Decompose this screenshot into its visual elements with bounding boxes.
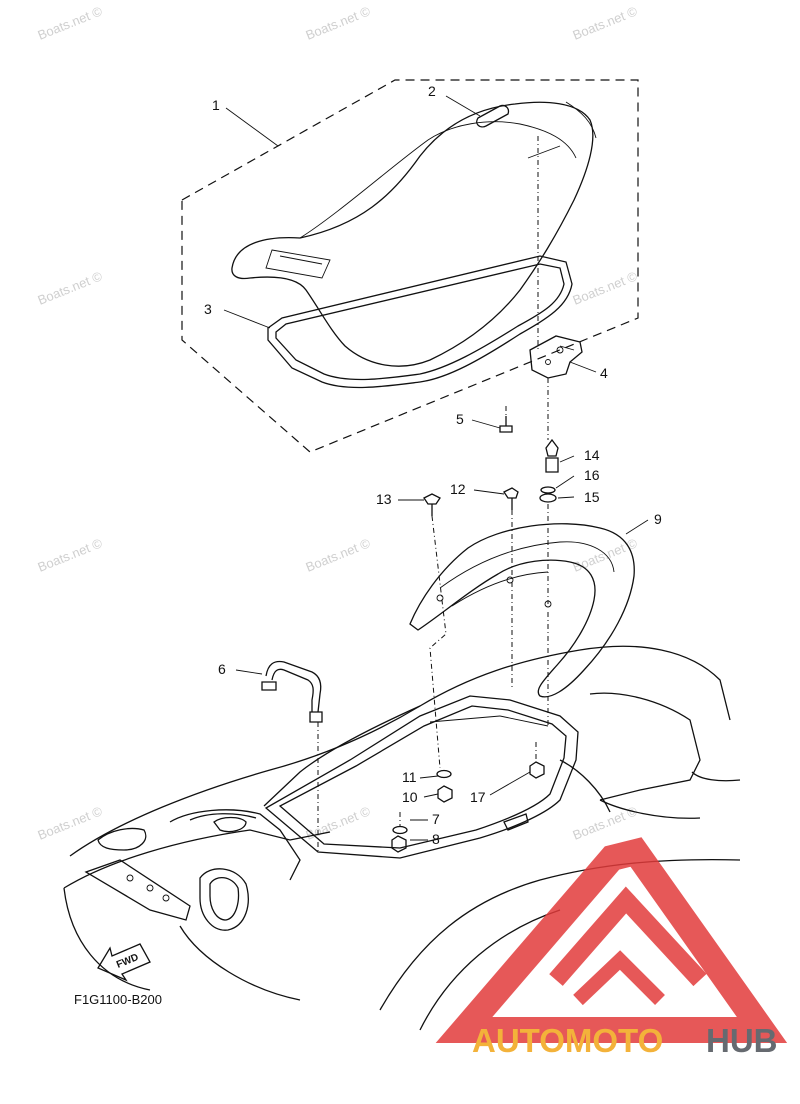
callout-3: 3 (204, 301, 212, 317)
watermark: Boats.net © (304, 535, 373, 575)
fwd-arrow: FWD (97, 943, 151, 982)
diagram-code: F1G1100-B200 (74, 992, 162, 1007)
seat-trim-rim (267, 255, 573, 389)
assembly-boundary (181, 79, 639, 453)
automotohub-logo: AUTOMOTO HUB (435, 837, 788, 1059)
watermark: Boats.net © (571, 3, 640, 43)
callout-10: 10 (402, 789, 418, 805)
watermark: Boats.net © (304, 3, 373, 43)
watermarks: Boats.net © Boats.net © Boats.net © Boat… (36, 3, 640, 843)
callout-4: 4 (600, 365, 608, 381)
callout-14: 14 (584, 447, 600, 463)
grip-handle (261, 660, 323, 723)
callout-2: 2 (428, 83, 436, 99)
watermark: Boats.net © (571, 535, 640, 575)
callout-11: 11 (402, 769, 417, 785)
callout-8: 8 (432, 831, 440, 847)
callout-7: 7 (432, 811, 440, 827)
seat (231, 101, 597, 367)
hull-deck (63, 645, 741, 1031)
callout-17: 17 (470, 789, 486, 805)
callout-9: 9 (654, 511, 662, 527)
seat-grip-strap (476, 104, 510, 128)
callout-13: 13 (376, 491, 392, 507)
logo-text-hub: HUB (706, 1022, 778, 1059)
callout-1: 1 (212, 97, 220, 113)
leader-lines (223, 95, 649, 841)
bolt-5 (499, 416, 513, 433)
watermark: Boats.net © (36, 3, 105, 43)
callout-15: 15 (584, 489, 600, 505)
callout-12: 12 (450, 481, 466, 497)
seat-rear-bracket (409, 523, 635, 698)
projection-lines (317, 136, 549, 852)
watermark: Boats.net © (571, 803, 640, 843)
triangle-logo-icon (435, 837, 788, 1043)
callout-5: 5 (456, 411, 464, 427)
logo-text-automoto: AUTOMOTO (472, 1022, 663, 1059)
watermark: Boats.net © (36, 803, 105, 843)
watermark: Boats.net © (571, 268, 640, 308)
callout-6: 6 (218, 661, 226, 677)
callout-16: 16 (584, 467, 600, 483)
bolts-12-13 (423, 487, 519, 516)
watermark: Boats.net © (36, 535, 105, 575)
watermark: Boats.net © (36, 268, 105, 308)
watermark: Boats.net © (304, 803, 373, 843)
seat-stopper-assembly (539, 438, 559, 503)
callout-labels: 1 2 3 4 5 6 7 8 9 10 11 12 13 14 15 16 1… (204, 83, 662, 847)
